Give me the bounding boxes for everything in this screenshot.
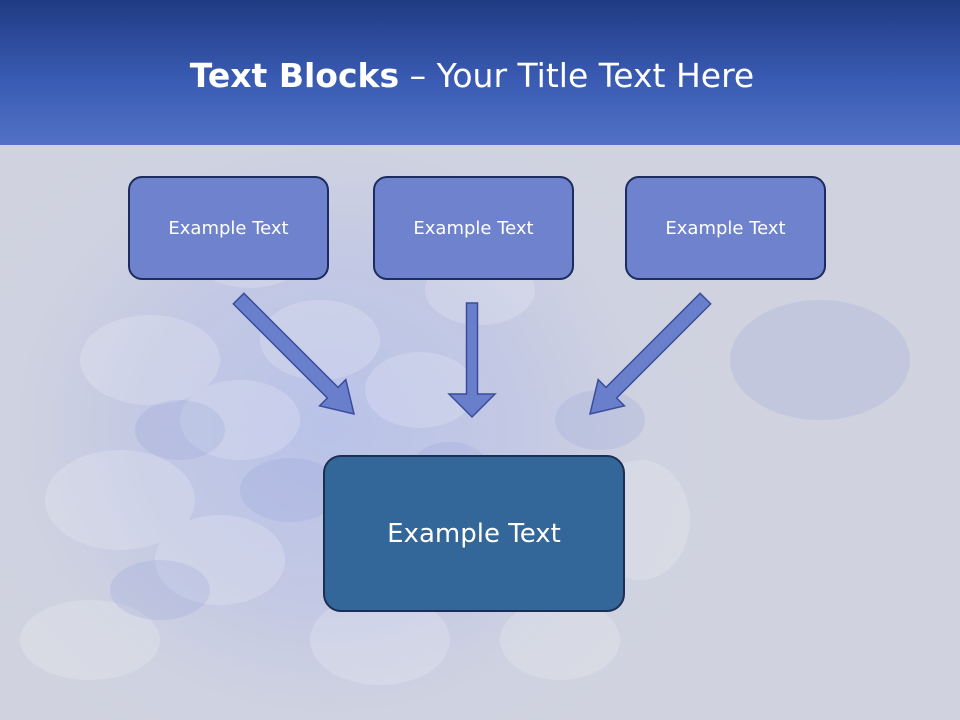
text-block-top-right-label: Example Text xyxy=(665,217,786,239)
text-block-top-middle-label: Example Text xyxy=(413,217,534,239)
slide-title: Text Blocks – Your Title Text Here xyxy=(0,56,944,95)
title-bar: Text Blocks – Your Title Text Here xyxy=(0,0,960,145)
text-block-top-left: Example Text xyxy=(128,176,329,280)
text-block-top-left-label: Example Text xyxy=(168,217,289,239)
text-block-top-middle: Example Text xyxy=(373,176,574,280)
text-block-bottom: Example Text xyxy=(323,455,625,612)
title-rest-text: – Your Title Text Here xyxy=(399,56,755,95)
title-bold-text: Text Blocks xyxy=(189,56,400,95)
text-block-top-right: Example Text xyxy=(625,176,826,280)
text-block-bottom-label: Example Text xyxy=(387,518,561,549)
